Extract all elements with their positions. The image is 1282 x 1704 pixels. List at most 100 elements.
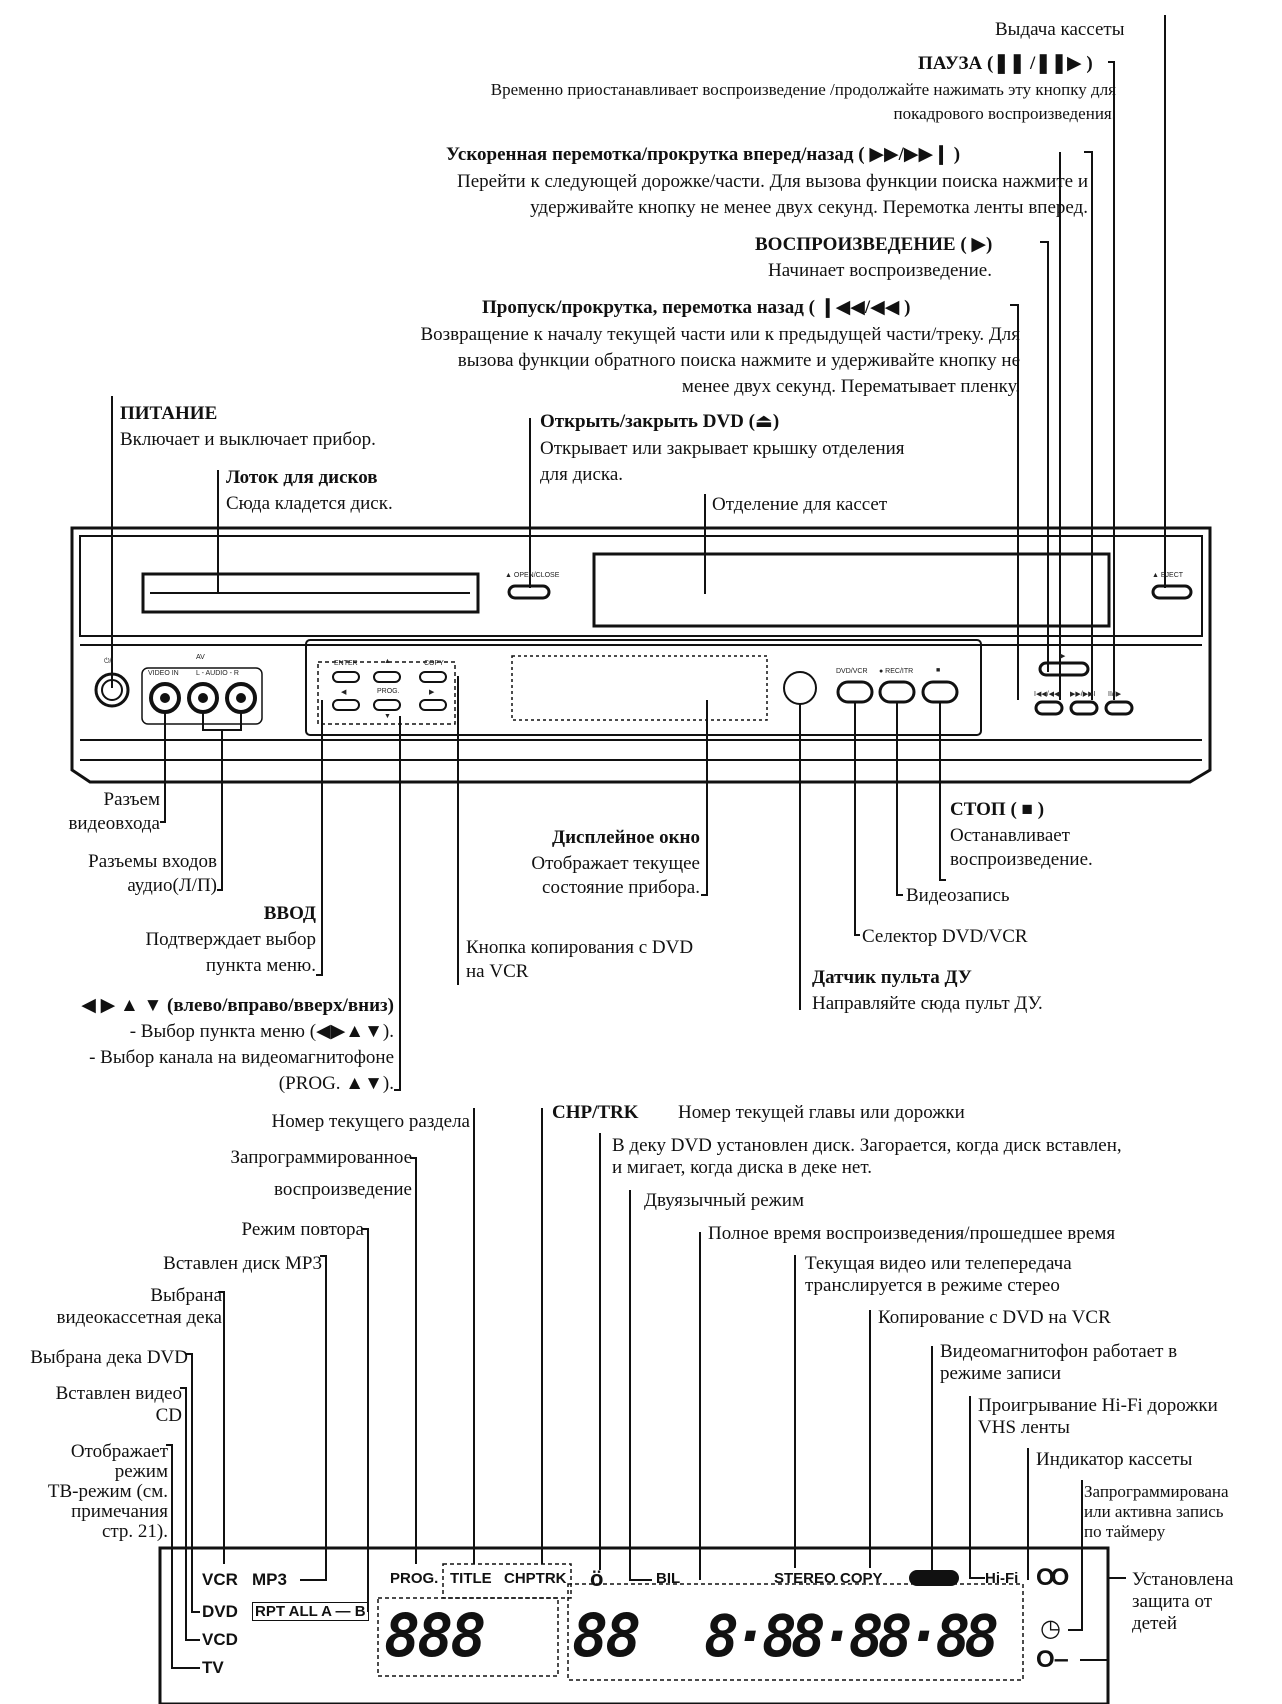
open-close-button[interactable] xyxy=(507,584,551,600)
leader-repeat xyxy=(362,1228,369,1612)
timer-desc-2: или активна запись xyxy=(1084,1502,1224,1521)
sensor-title: Датчик пульта ДУ xyxy=(812,967,972,988)
display-chptrk: CHPTRK xyxy=(504,1570,567,1587)
up-button[interactable] xyxy=(373,671,401,683)
ff-label: ▶▶/▶▶I xyxy=(1070,691,1096,698)
dvd-vcr-button[interactable] xyxy=(836,680,874,704)
power-label: ⏻/I xyxy=(104,658,114,665)
display-desc-2: состояние прибора. xyxy=(542,877,700,898)
cassette-ind-desc: Индикатор кассеты xyxy=(1036,1449,1193,1470)
pause-button[interactable] xyxy=(1104,700,1134,716)
right-button[interactable] xyxy=(419,699,447,711)
play-button[interactable] xyxy=(1038,661,1090,677)
down-button[interactable] xyxy=(373,699,401,711)
power-button[interactable] xyxy=(94,672,130,708)
prog-desc-2: воспроизведение xyxy=(273,1179,412,1200)
rec-desc: Видеозапись xyxy=(906,885,1010,906)
pause-title: ПАУЗА (❚❚ /❚❚▶ ) xyxy=(918,53,1093,74)
recording-desc-1: Видеомагнитофон работает в xyxy=(940,1341,1178,1362)
nav-cluster xyxy=(317,661,456,725)
up-label: ▲ xyxy=(384,658,391,665)
enter-title: ВВОД xyxy=(263,903,316,924)
leader-bil xyxy=(629,1190,652,1581)
timer-desc-3: по таймеру xyxy=(1084,1522,1166,1541)
recording-desc-2: режиме записи xyxy=(940,1363,1062,1384)
copy-btn-desc-2: на VCR xyxy=(466,961,529,982)
arrows-desc-3: (PROG. ▲▼). xyxy=(278,1073,394,1094)
right-label: ▶ xyxy=(429,689,435,696)
copy-button[interactable] xyxy=(419,671,447,683)
rec-label: ● REC/ITR xyxy=(879,668,914,675)
leader-display xyxy=(701,700,708,896)
play-title: ВОСПРОИЗВЕДЕНИЕ ( ▶) xyxy=(755,234,993,255)
lock-desc-2: защита от xyxy=(1132,1591,1213,1612)
open-title: Открыть/закрыть DVD (⏏) xyxy=(540,411,780,432)
prog-desc-1: Запрограммированное xyxy=(230,1147,412,1168)
lock-icon: O‒ xyxy=(1036,1646,1069,1673)
down-label: ▼ xyxy=(384,713,391,720)
leader-audio-in xyxy=(202,712,242,891)
device-top-panel xyxy=(79,535,1203,637)
mp3-desc: Вставлен диск MP3 xyxy=(163,1253,322,1274)
left-button[interactable] xyxy=(332,699,360,711)
sensor-desc: Направляйте сюда пульт ДУ. xyxy=(812,993,1043,1014)
skip-title: Пропуск/прокрутка, перемотка назад ( ❙◀◀… xyxy=(482,297,911,318)
leader-rec xyxy=(896,702,903,896)
play-desc: Начинает воспроизведение. xyxy=(768,260,992,281)
recording-indicator xyxy=(909,1570,959,1586)
power-button-inner xyxy=(101,679,123,701)
leader-hifi xyxy=(969,1396,985,1579)
tv-desc-5: стр. 21). xyxy=(101,1521,168,1542)
enter-desc-1: Подтверждает выбор xyxy=(145,929,316,950)
eject-button[interactable] xyxy=(1151,584,1193,600)
display-dvd: DVD xyxy=(202,1602,238,1621)
leader-timer xyxy=(1068,1480,1083,1631)
leader-enter xyxy=(316,700,323,976)
skip-desc-1: Возвращение к началу текущей части или к… xyxy=(420,324,1020,345)
chptrk-desc: Номер текущей главы или дорожки xyxy=(678,1102,965,1123)
display-window xyxy=(511,655,768,721)
cassette-door[interactable] xyxy=(592,552,1111,628)
display-bil: BIL xyxy=(656,1570,681,1587)
copy-btn-desc-1: Кнопка копирования с DVD xyxy=(466,937,694,958)
leader-video-in xyxy=(160,712,166,823)
leader-vcr xyxy=(218,1291,225,1564)
video-in-label: VIDEO IN xyxy=(148,670,179,677)
copy-label: COPY xyxy=(424,660,444,667)
rew-label: I◀◀/◀◀ xyxy=(1034,691,1060,698)
audio-in-desc-2: аудио(Л/П) xyxy=(127,875,217,896)
vcr-desc-2: видеокассетная дека xyxy=(56,1307,222,1328)
stop-desc-2: воспроизведение. xyxy=(950,849,1093,870)
open-close-label: ▲ OPEN/CLOSE xyxy=(505,572,560,579)
stop-title: СТОП ( ■ ) xyxy=(950,799,1045,820)
ff-desc-1: Перейти к следующей дорожке/части. Для в… xyxy=(456,171,1088,192)
rew-button[interactable] xyxy=(1034,700,1064,716)
ff-button[interactable] xyxy=(1069,700,1099,716)
digits-left: 888 xyxy=(384,1601,486,1671)
disc-tray-slot[interactable] xyxy=(141,572,480,614)
lock-desc-3: детей xyxy=(1132,1613,1178,1634)
bil-desc: Двуязычный режим xyxy=(644,1190,804,1211)
disc-desc-1: В деку DVD установлен диск. Загорается, … xyxy=(612,1135,1122,1156)
video-in-desc-2: видеовхода xyxy=(68,813,160,834)
tray-desc: Сюда кладется диск. xyxy=(226,493,393,514)
leader-stop xyxy=(939,702,946,881)
ff-title: Ускоренная перемотка/прокрутка вперед/на… xyxy=(446,144,961,165)
pause-label: II/I▶ xyxy=(1108,691,1122,698)
stop-button[interactable] xyxy=(921,680,959,704)
digits-mid: 88 xyxy=(572,1601,641,1671)
stop-label: ■ xyxy=(936,667,941,674)
rec-button[interactable] xyxy=(878,680,916,704)
leader-play xyxy=(1040,241,1049,672)
ff-desc-2: удерживайте кнопку не менее двух секунд.… xyxy=(530,197,1088,218)
hifi-desc-2: VHS ленты xyxy=(978,1417,1070,1438)
leader-skip xyxy=(1010,304,1019,700)
leader-pause xyxy=(1108,61,1115,700)
title-chptrk-frame xyxy=(442,1563,572,1599)
leader-mp3 xyxy=(300,1255,327,1581)
repeat-desc: Режим повтора xyxy=(241,1219,364,1240)
cassette-icon: OO xyxy=(1036,1564,1069,1591)
enter-button[interactable] xyxy=(332,671,360,683)
digits-right: 8·88·88·88 xyxy=(704,1602,999,1670)
chptrk-title: CHP/TRK xyxy=(552,1102,639,1123)
